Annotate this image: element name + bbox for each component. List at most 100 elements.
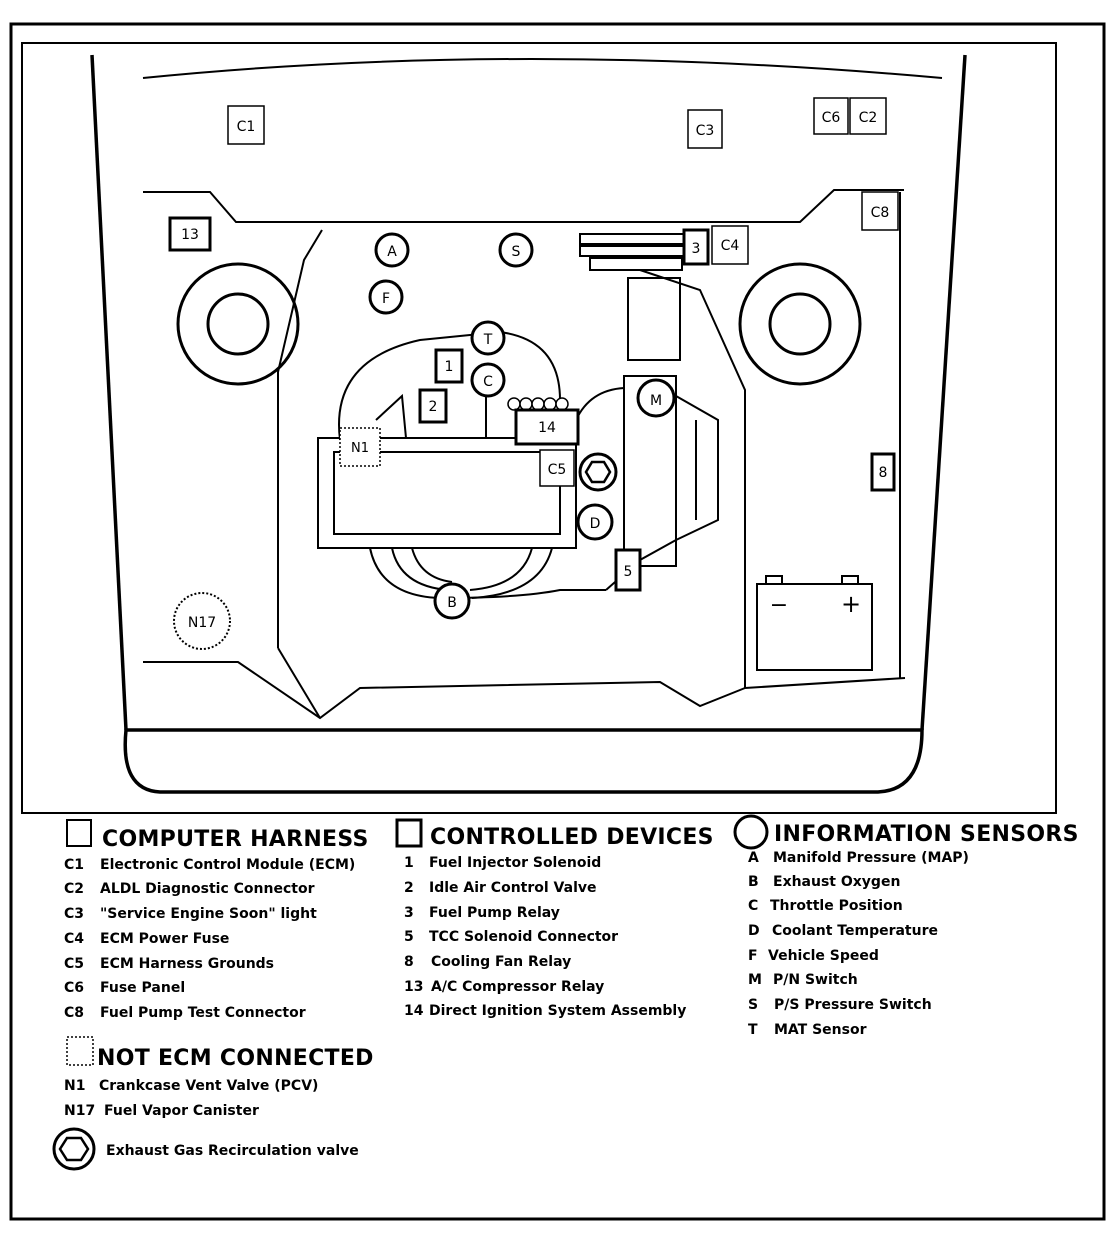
information-sensors-list: A Manifold Pressure (MAP) B Exhaust Oxyg… — [748, 850, 969, 1038]
egr-valve — [578, 452, 618, 492]
ch-code-3: C4 — [64, 931, 84, 947]
sensor-d-label: D — [590, 516, 601, 532]
ch-code-4: C5 — [64, 956, 84, 972]
sensor-t-label: T — [483, 332, 493, 348]
engine-assembly — [317, 277, 719, 600]
relay-stack — [579, 233, 685, 271]
device-8: 8 — [870, 452, 896, 492]
ne-text-1: Fuel Vapor Canister — [104, 1103, 259, 1119]
is-text-0: Manifold Pressure (MAP) — [773, 850, 969, 866]
is-text-2: Throttle Position — [770, 898, 903, 914]
is-code-5: M — [748, 972, 762, 988]
is-text-5: P/N Switch — [773, 972, 858, 988]
connector-c3: C3 — [687, 109, 723, 149]
component-n17: N17 — [173, 592, 231, 650]
device-8-label: 8 — [879, 465, 888, 481]
sensor-f: F — [368, 279, 404, 315]
is-text-7: MAT Sensor — [774, 1022, 867, 1038]
device-1: 1 — [434, 348, 464, 384]
cd-text-1: Idle Air Control Valve — [429, 880, 597, 896]
sensor-m: M — [636, 378, 676, 418]
battery — [756, 575, 873, 671]
connector-c2: C2 — [849, 97, 887, 135]
engine-bay-outline — [142, 58, 943, 720]
component-n17-label: N17 — [188, 615, 216, 631]
cd-code-6: 14 — [404, 1003, 424, 1019]
ch-code-2: C3 — [64, 906, 84, 922]
sensor-m-label: M — [650, 393, 662, 409]
is-code-0: A — [748, 850, 759, 866]
information-sensors-title: INFORMATION SENSORS — [774, 822, 1079, 847]
ne-code-1: N17 — [64, 1103, 95, 1119]
connector-c1-label: C1 — [237, 119, 256, 135]
cd-code-2: 3 — [404, 905, 414, 921]
sensor-a: A — [374, 232, 410, 268]
battery-minus-label: − — [770, 593, 788, 618]
sensor-c: C — [470, 362, 506, 398]
sensor-t: T — [470, 320, 506, 356]
egr-legend-icon — [52, 1127, 96, 1171]
cd-text-6: Direct Ignition System Assembly — [429, 1003, 686, 1019]
device-2-label: 2 — [429, 399, 438, 415]
is-code-3: D — [748, 923, 760, 939]
ch-code-1: C2 — [64, 881, 84, 897]
information-sensors-legend-icon — [733, 814, 769, 850]
cd-text-5: A/C Compressor Relay — [431, 979, 604, 995]
left-pulley — [176, 262, 300, 386]
computer-harness-list: C1 Electronic Control Module (ECM) C2 AL… — [64, 857, 355, 1021]
connector-c2-label: C2 — [859, 110, 878, 126]
cd-code-0: 1 — [404, 855, 414, 871]
connector-c1: C1 — [227, 105, 265, 145]
device-13: 13 — [168, 216, 212, 252]
ch-text-0: Electronic Control Module (ECM) — [100, 857, 355, 873]
device-2: 2 — [418, 388, 448, 424]
vehicle-body-outline — [90, 54, 967, 794]
not-ecm-connected-list: N1 Crankcase Vent Valve (PCV) N17 Fuel V… — [64, 1078, 318, 1119]
sensor-a-label: A — [387, 244, 397, 260]
right-pulley — [738, 262, 862, 386]
ch-text-1: ALDL Diagnostic Connector — [100, 881, 315, 897]
connector-c6-label: C6 — [822, 110, 841, 126]
ch-code-6: C8 — [64, 1005, 84, 1021]
is-code-1: B — [748, 874, 759, 890]
computer-harness-legend-icon — [66, 819, 92, 847]
controlled-devices-list: 1 Fuel Injector Solenoid 2 Idle Air Cont… — [404, 855, 686, 1019]
ch-code-5: C6 — [64, 980, 84, 996]
cd-text-3: TCC Solenoid Connector — [429, 929, 618, 945]
is-code-7: T — [748, 1022, 758, 1038]
ch-text-3: ECM Power Fuse — [100, 931, 229, 947]
egr-legend-text: Exhaust Gas Recirculation valve — [106, 1143, 359, 1159]
ch-text-6: Fuel Pump Test Connector — [100, 1005, 306, 1021]
controlled-devices-legend-icon — [395, 818, 423, 848]
is-text-3: Coolant Temperature — [772, 923, 938, 939]
ch-text-4: ECM Harness Grounds — [100, 956, 274, 972]
cd-code-5: 13 — [404, 979, 423, 995]
sensor-b: B — [433, 582, 471, 620]
connector-c5: C5 — [539, 449, 575, 487]
device-14: 14 — [507, 397, 580, 446]
is-text-6: P/S Pressure Switch — [774, 997, 932, 1013]
battery-plus-label: + — [841, 590, 861, 618]
not-ecm-connected-title: NOT ECM CONNECTED — [97, 1046, 374, 1071]
sensor-d: D — [576, 503, 614, 541]
not-ecm-connected-legend-icon — [66, 1036, 94, 1066]
sensor-s-label: S — [512, 244, 521, 260]
computer-harness-title: COMPUTER HARNESS — [102, 827, 369, 852]
outer-frame — [9, 22, 1106, 1221]
connector-c3-label: C3 — [696, 123, 715, 139]
device-5-label: 5 — [624, 564, 633, 580]
sensor-c-label: C — [483, 374, 493, 390]
is-code-4: F — [748, 948, 758, 964]
ch-text-5: Fuse Panel — [100, 980, 185, 996]
component-n1-label: N1 — [351, 441, 369, 456]
cd-code-3: 5 — [404, 929, 414, 945]
ne-code-0: N1 — [64, 1078, 85, 1094]
is-text-4: Vehicle Speed — [768, 948, 879, 964]
device-13-label: 13 — [181, 227, 199, 243]
connector-c4-label: C4 — [721, 238, 740, 254]
device-5: 5 — [614, 548, 642, 592]
ch-text-2: "Service Engine Soon" light — [100, 906, 317, 922]
cd-code-1: 2 — [404, 880, 414, 896]
controlled-devices-title: CONTROLLED DEVICES — [430, 825, 714, 850]
component-n1: N1 — [339, 427, 381, 467]
